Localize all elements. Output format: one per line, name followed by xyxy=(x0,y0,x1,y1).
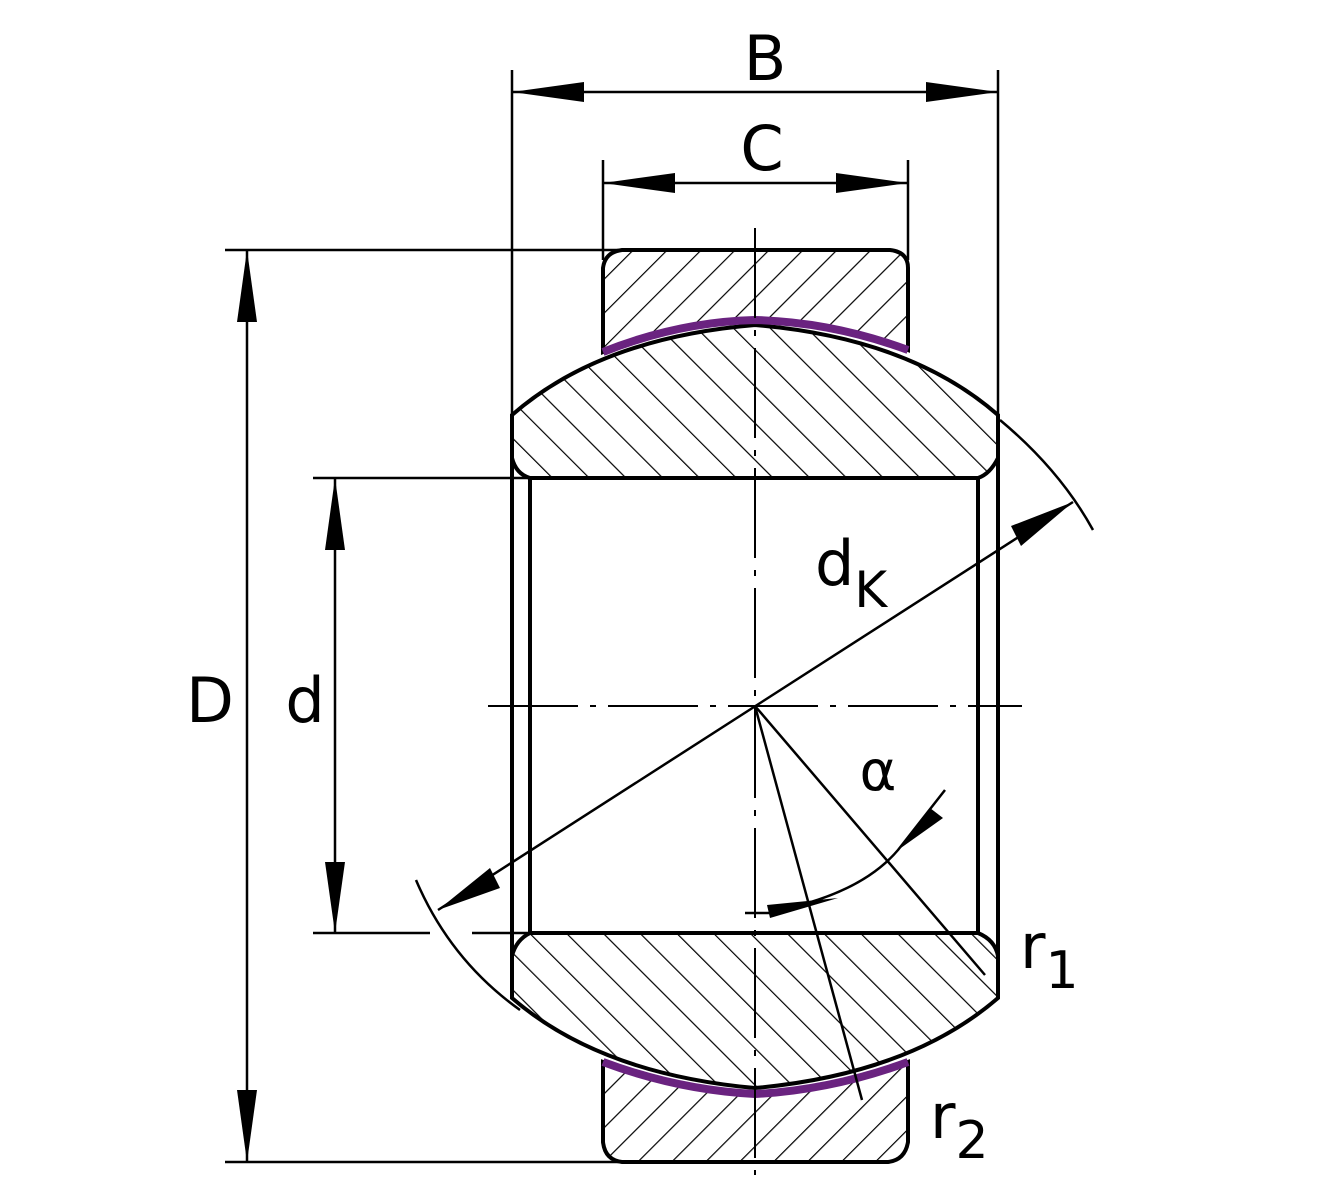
label-d-outer: D xyxy=(186,664,234,737)
label-b: B xyxy=(744,22,787,95)
dimension-bore-diameter: d xyxy=(285,478,345,933)
extension-lines xyxy=(225,70,1000,1164)
dimension-tilt-angle xyxy=(745,705,986,1101)
dimension-outer-diameter: D xyxy=(186,250,257,1162)
label-dk: dK xyxy=(815,527,888,619)
label-alpha: α xyxy=(860,739,897,804)
label-r1: r1 xyxy=(1020,910,1079,1001)
dimension-b: B xyxy=(512,22,998,102)
label-r2: r2 xyxy=(930,1080,989,1171)
liner-top xyxy=(601,315,910,356)
label-d-bore: d xyxy=(285,664,324,737)
label-c: C xyxy=(740,112,783,185)
dimension-c: C xyxy=(603,112,908,193)
